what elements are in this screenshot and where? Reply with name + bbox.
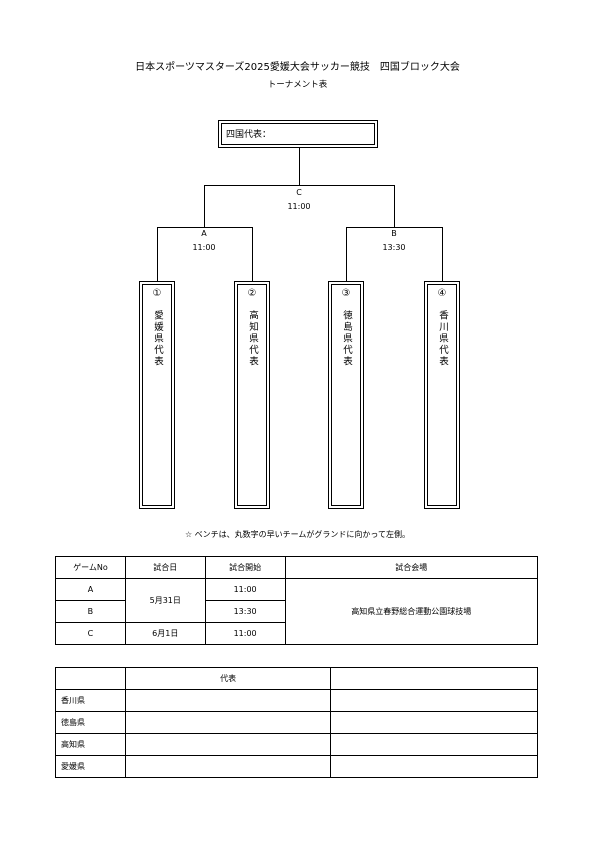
- empty-cell: [330, 755, 538, 778]
- game-no-cell: B: [55, 600, 126, 623]
- representative-cell: [124, 755, 332, 778]
- empty-cell: [55, 667, 126, 690]
- team-name: 高知県代表: [247, 310, 258, 368]
- team-name: 愛媛県代表: [152, 310, 163, 368]
- prefecture-cell: 愛媛県: [55, 755, 126, 778]
- table-row: 高知県: [55, 733, 538, 756]
- team2-connector-line: [252, 227, 253, 281]
- team-number: ②: [247, 288, 257, 299]
- table-row: 愛媛県: [55, 755, 538, 778]
- final-crossbar-line: [204, 185, 394, 186]
- prefecture-cell: 高知県: [55, 733, 126, 756]
- team-name: 徳島県代表: [341, 310, 352, 368]
- bench-note: ☆ ベンチは、丸数字の早いチームがグランドに向かって左側。: [184, 530, 411, 539]
- team-number: ④: [437, 288, 447, 299]
- semi-b-time-label: 13:30: [382, 243, 406, 252]
- venue-cell: 高知県立春野総合運動公園球技場: [284, 578, 539, 645]
- team-name: 香川県代表: [437, 310, 448, 368]
- team-box-3: ③ 徳島県代表: [328, 281, 364, 509]
- final-time-label: 11:00: [287, 202, 311, 211]
- representatives-header-row: 代表: [55, 667, 538, 690]
- winner-label: 四国代表：: [221, 123, 375, 145]
- game-no-cell: A: [55, 578, 126, 601]
- header-start-time: 試合開始: [204, 556, 286, 579]
- final-game-label: C: [296, 188, 302, 197]
- header-representative: 代表: [124, 667, 332, 690]
- semi-a-game-label: A: [201, 229, 207, 238]
- semi-b-game-label: B: [391, 229, 397, 238]
- team4-connector-line: [442, 227, 443, 281]
- team-number: ③: [341, 288, 351, 299]
- representative-cell: [124, 733, 332, 756]
- header-game-no: ゲームNo: [55, 556, 126, 579]
- date-cell: 5月31日: [124, 578, 206, 623]
- start-time-cell: 11:00: [204, 578, 286, 601]
- game-no-cell: C: [55, 622, 126, 645]
- start-time-cell: 13:30: [204, 600, 286, 623]
- start-time-cell: 11:00: [204, 622, 286, 645]
- header-venue: 試合会場: [284, 556, 539, 579]
- prefecture-cell: 徳島県: [55, 711, 126, 734]
- team-box-4: ④ 香川県代表: [424, 281, 460, 509]
- team3-connector-line: [346, 227, 347, 281]
- table-row: B 13:30: [55, 600, 538, 623]
- team-box-2: ② 高知県代表: [234, 281, 270, 509]
- schedule-table: ゲームNo 試合日 試合開始 試合会場 A 5月31日 11:00 高知県立春野…: [55, 556, 539, 645]
- representative-cell: [124, 711, 332, 734]
- empty-cell: [330, 711, 538, 734]
- page-title: 日本スポーツマスターズ2025愛媛大会サッカー競技 四国ブロック大会: [135, 62, 460, 73]
- team-number: ①: [152, 288, 162, 299]
- table-row: A 5月31日 11:00 高知県立春野総合運動公園球技場: [55, 578, 539, 645]
- team-box-1: ① 愛媛県代表: [139, 281, 175, 509]
- representative-cell: [124, 689, 332, 712]
- table-row: 徳島県: [55, 711, 538, 734]
- date-cell: 6月1日: [124, 622, 206, 645]
- prefecture-cell: 香川県: [55, 689, 126, 712]
- empty-cell: [330, 733, 538, 756]
- empty-cell: [330, 689, 538, 712]
- semi-a-crossbar-line: [157, 227, 252, 228]
- semi-a-stem-line: [204, 185, 205, 227]
- team1-connector-line: [157, 227, 158, 281]
- header-date: 試合日: [124, 556, 206, 579]
- table-row: C 6月1日 11:00: [55, 622, 538, 645]
- representatives-table: 代表 香川県 徳島県 高知県 愛媛県: [55, 667, 538, 778]
- empty-cell: [330, 667, 538, 690]
- table-row: 香川県: [55, 689, 538, 712]
- final-stem-line: [299, 148, 300, 185]
- semi-b-crossbar-line: [346, 227, 442, 228]
- semi-b-stem-line: [394, 185, 395, 227]
- page-subtitle: トーナメント表: [267, 80, 328, 90]
- semi-a-time-label: 11:00: [192, 243, 216, 252]
- schedule-header-row: ゲームNo 試合日 試合開始 試合会場: [55, 556, 539, 579]
- winner-box: 四国代表：: [218, 120, 378, 148]
